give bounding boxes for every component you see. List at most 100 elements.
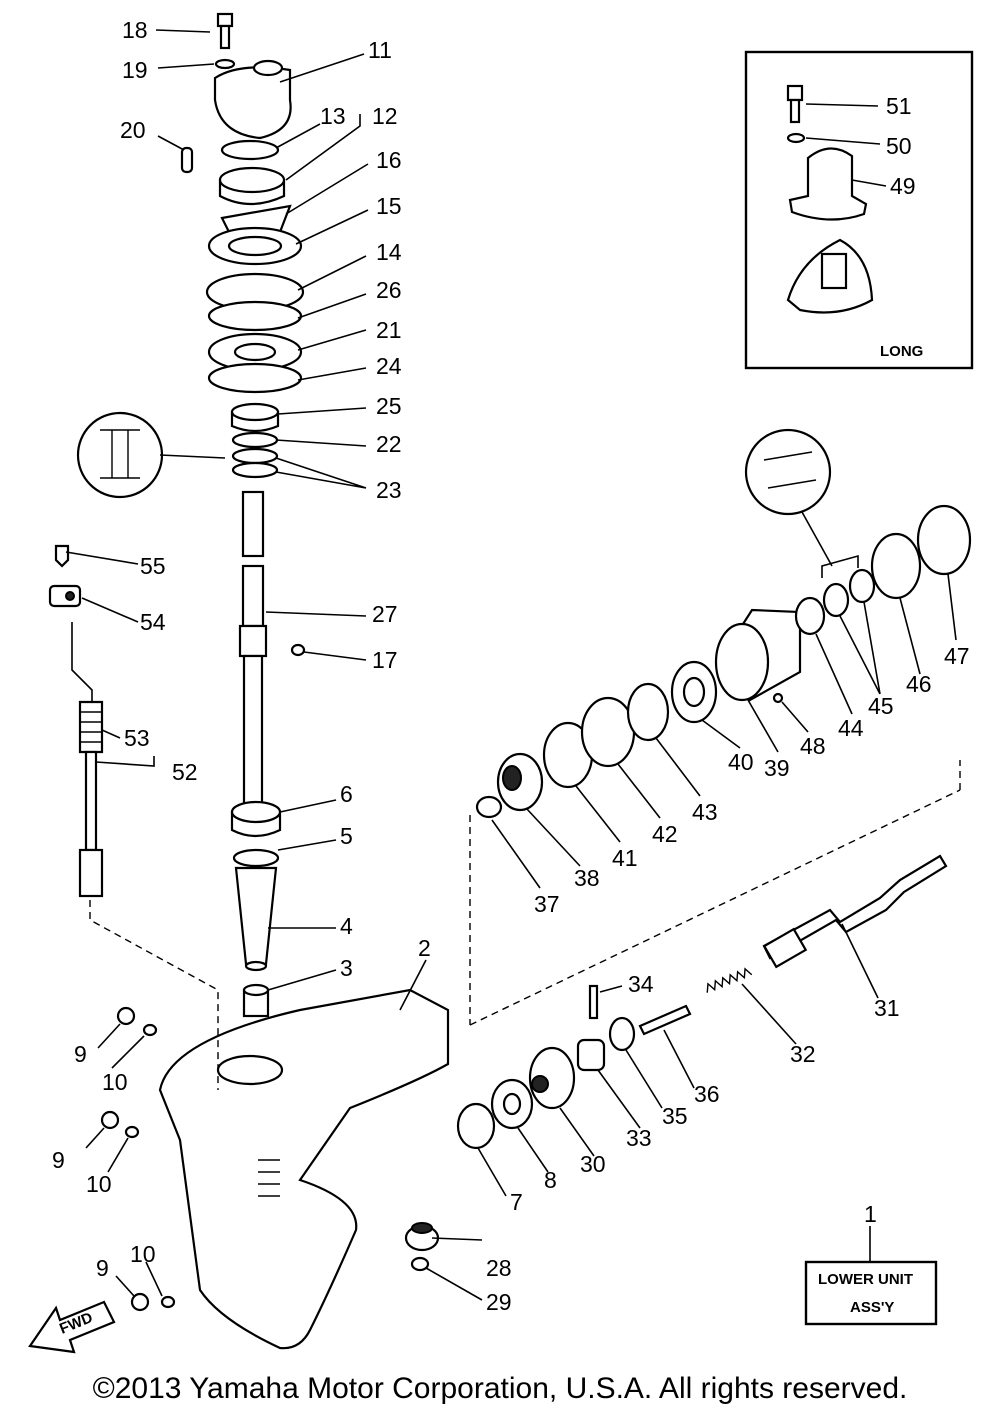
leader-9c [115, 1275, 135, 1297]
part-number-55: 55 [140, 553, 166, 579]
leader-17 [303, 651, 367, 661]
shift-rod-52 [84, 750, 98, 852]
leader-14 [297, 255, 367, 291]
part-number-9-c: 9 [96, 1255, 109, 1281]
part-number-37: 37 [534, 891, 560, 917]
part-number-53: 53 [124, 725, 150, 751]
leader-39 [747, 699, 779, 753]
part-number-38: 38 [574, 865, 600, 891]
part-number-19: 19 [122, 57, 148, 83]
part-number-46: 46 [906, 671, 932, 697]
pinion-28-teeth [411, 1222, 433, 1234]
assy-label-line2: ASS'Y [850, 1299, 894, 1316]
lower-casing-2 [158, 988, 450, 1350]
shift-rod-boot-53 [78, 700, 104, 754]
leader-23 [275, 457, 367, 489]
fwd-arrow-shape [28, 1300, 116, 1354]
dowel-pin-20 [180, 146, 194, 174]
leader-37 [491, 819, 541, 889]
bolt-18-head [216, 12, 234, 28]
oil-seal-23a [231, 447, 279, 465]
sleeve-4 [234, 866, 278, 966]
part-number-36: 36 [694, 1081, 720, 1107]
reverse-gear-assembly [475, 428, 972, 819]
part-number-12: 12 [372, 103, 398, 129]
part-number-24: 24 [376, 353, 402, 379]
part-number-15: 15 [376, 193, 402, 219]
part-number-28: 28 [486, 1255, 512, 1281]
leader-16 [285, 163, 369, 215]
bearing-44 [794, 596, 826, 636]
leader-15 [295, 209, 369, 245]
seal-detail-lines [100, 429, 140, 479]
leader-40 [701, 719, 741, 749]
part-number-16: 16 [376, 147, 402, 173]
part-number-22: 22 [376, 431, 402, 457]
drive-shaft-upper [241, 564, 265, 628]
leader-43 [655, 737, 701, 797]
leader-55 [65, 551, 139, 565]
leader-33 [597, 1069, 641, 1129]
long-shaft-inset: LONG [744, 50, 974, 370]
leader-34 [599, 985, 623, 993]
part-number-20: 20 [120, 117, 146, 143]
compression-spring-32 [706, 967, 753, 993]
part-number-4: 4 [340, 913, 353, 939]
leader-25 [277, 407, 367, 415]
part-number-30: 30 [580, 1151, 606, 1177]
shift-plunger-36 [638, 1004, 692, 1036]
leader-44 [815, 633, 853, 715]
part-number-5: 5 [340, 823, 353, 849]
oil-seal-23b [231, 461, 279, 479]
part-number-33: 33 [626, 1125, 652, 1151]
bearing-40-bore [682, 676, 706, 708]
casing-bolts [100, 1006, 176, 1312]
leader-52 [95, 756, 155, 767]
leader-20 [157, 135, 185, 151]
forward-gear-hub [531, 1075, 549, 1093]
drive-shaft-collar [238, 624, 268, 658]
water-pump-assembly [180, 12, 305, 479]
screw-55 [54, 544, 70, 568]
part-number-1: 1 [864, 1201, 877, 1227]
leader-18 [155, 29, 211, 33]
oil-seal-45a [822, 582, 850, 618]
washer-50 [786, 132, 806, 144]
leader-26 [297, 293, 367, 319]
leader-28 [431, 1237, 483, 1241]
bolt-9-b [100, 1110, 120, 1130]
pinion-assembly [404, 1222, 440, 1272]
leader-9b [85, 1127, 105, 1149]
leader-7 [477, 1147, 507, 1197]
part-number-48: 48 [800, 733, 826, 759]
part-number-7: 7 [510, 1189, 523, 1215]
part-number-13: 13 [320, 103, 346, 129]
shim-37 [475, 795, 503, 819]
part-number-10-a: 10 [102, 1069, 128, 1095]
leader-51 [805, 103, 879, 107]
shim-7 [456, 1102, 496, 1150]
leader-9a [97, 1023, 121, 1049]
lower-casing-water-inlet [258, 1159, 280, 1197]
shift-rod-bend [71, 622, 93, 702]
part-number-6: 6 [340, 781, 353, 807]
leader-41 [575, 785, 621, 843]
part-number-14: 14 [376, 239, 402, 265]
part-number-47: 47 [944, 643, 970, 669]
prop-shaft-alignment-frame [469, 760, 961, 1026]
part-number-31: 31 [874, 995, 900, 1021]
shift-rod-end [78, 848, 104, 898]
part-number-26: 26 [376, 277, 402, 303]
shim-5 [232, 848, 280, 868]
oil-seal-22 [231, 431, 279, 449]
water-pump-housing-49 [788, 147, 868, 221]
part-number-23: 23 [376, 477, 402, 503]
nut-29 [410, 1256, 430, 1272]
part-number-8: 8 [544, 1167, 557, 1193]
leader-24 [297, 367, 367, 381]
seal-25-top [230, 402, 280, 422]
part-number-42: 42 [652, 821, 678, 847]
washer-10-a [142, 1023, 158, 1037]
lower-casing-body [158, 988, 450, 1350]
